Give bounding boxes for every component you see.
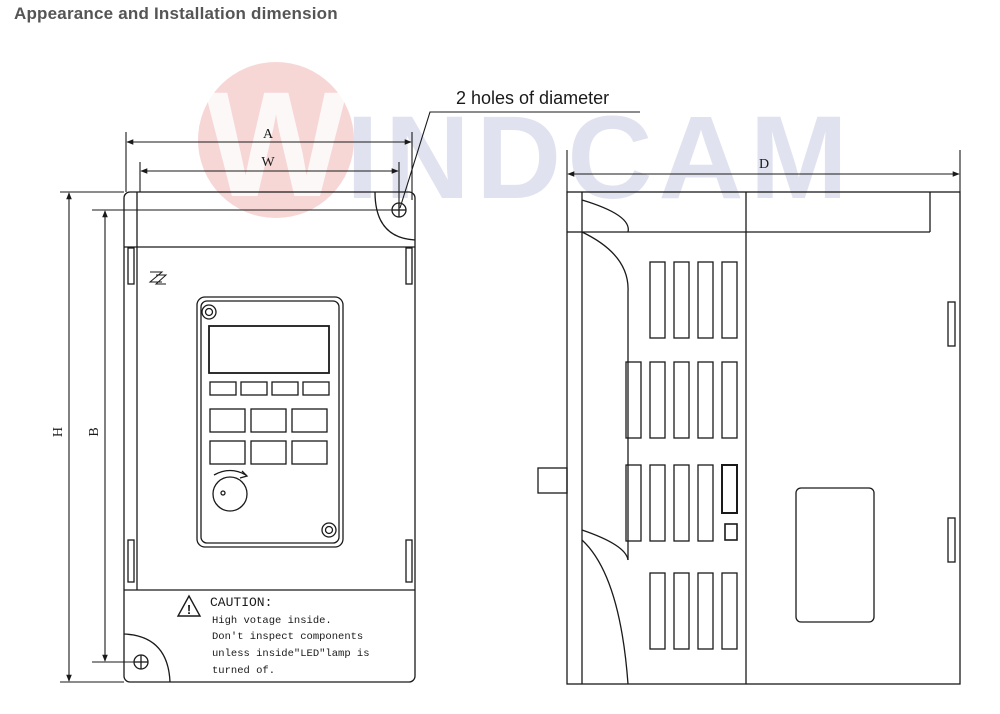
dimension-label-w: W — [261, 155, 275, 170]
warning-triangle-icon — [176, 594, 202, 617]
led-indicator-1 — [209, 381, 237, 396]
potentiometer-knob-icon — [212, 469, 249, 512]
page-title: Appearance and Installation dimension — [14, 4, 338, 23]
led-indicator-2 — [240, 381, 268, 396]
key-2 — [250, 408, 287, 433]
front-dimensions — [60, 111, 640, 683]
holes-leader-line — [399, 111, 640, 209]
front-body-outline — [123, 191, 416, 683]
side-body-outline — [566, 191, 961, 685]
caution-line-3: unless inside"LED"lamp is — [212, 648, 370, 660]
warning-symbol: ! — [187, 602, 191, 617]
terminal-stub — [537, 467, 568, 494]
dimension-label-d: D — [759, 157, 769, 172]
holes-callout-label: 2 holes of diameter — [456, 88, 609, 108]
mounting-tab-top-right — [374, 191, 416, 241]
watermark-letter-w: W — [205, 60, 347, 228]
side-view — [537, 150, 961, 685]
mounting-tab-bottom-left — [123, 633, 171, 683]
side-indicator-small — [724, 523, 738, 541]
side-indicator-slot — [721, 464, 738, 514]
dimension-label-h: H — [51, 427, 66, 437]
watermark: W INDCAM — [198, 60, 848, 228]
keypad-panel — [196, 296, 344, 548]
caution-title: CAUTION: — [210, 595, 272, 610]
led-indicator-3 — [271, 381, 299, 396]
caution-line-4: turned of. — [212, 665, 275, 677]
lcd-display — [208, 325, 330, 374]
caution-line-1: High votage inside. — [212, 615, 332, 627]
key-5 — [250, 440, 287, 465]
key-1 — [209, 408, 246, 433]
dimension-label-a: A — [263, 127, 274, 142]
brand-logo-icon — [148, 271, 168, 285]
dimension-label-b: B — [87, 427, 102, 436]
led-indicator-4 — [302, 381, 330, 396]
key-6 — [291, 440, 328, 465]
key-3 — [291, 408, 328, 433]
key-4 — [209, 440, 246, 465]
side-nameplate — [795, 487, 875, 623]
caution-line-2: Don't inspect components — [212, 631, 363, 643]
